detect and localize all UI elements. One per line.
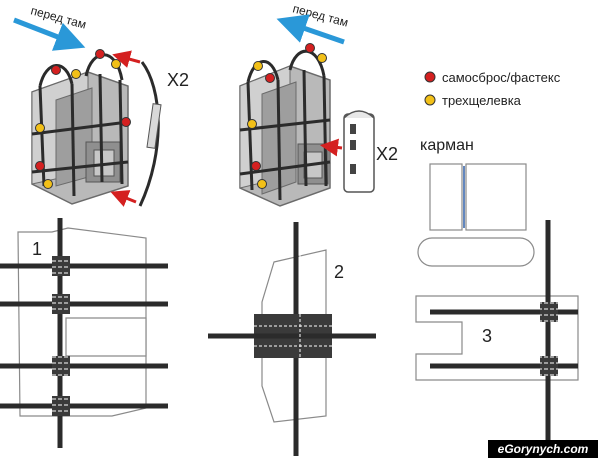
legend-red-swatch: [424, 71, 436, 83]
legend-yellow-swatch: [424, 94, 436, 106]
pattern-2: 2: [208, 222, 376, 456]
multiplier-right: X2: [376, 144, 398, 164]
pocket-pattern: карман: [417, 137, 535, 267]
pattern-1: 1: [0, 218, 168, 448]
watermark-text: eGorynych.com: [498, 442, 589, 456]
multiplier-left: X2: [167, 70, 189, 90]
pattern-number-3: 3: [482, 326, 492, 346]
legend-item-triglide: трехщелевка: [442, 93, 522, 108]
direction-arrow-left-icon: [13, 17, 86, 51]
direction-arrow-right-icon: [276, 14, 345, 45]
pattern-3: 3: [415, 220, 579, 456]
watermark: eGorynych.com: [488, 440, 598, 458]
pocket-label: карман: [420, 137, 474, 154]
pattern-number-1: 1: [32, 239, 42, 259]
pattern-number-2: 2: [334, 262, 344, 282]
legend: самосброс/фастекс трехщелевка: [424, 70, 561, 108]
red-arrow-icon: [112, 50, 141, 68]
backpack-right-assembly: перед там X2: [239, 1, 398, 207]
pocket-unit-icon: [343, 110, 375, 193]
legend-item-fastex: самосброс/фастекс: [442, 70, 561, 85]
backpack-left-assembly: перед там X2: [13, 3, 189, 207]
